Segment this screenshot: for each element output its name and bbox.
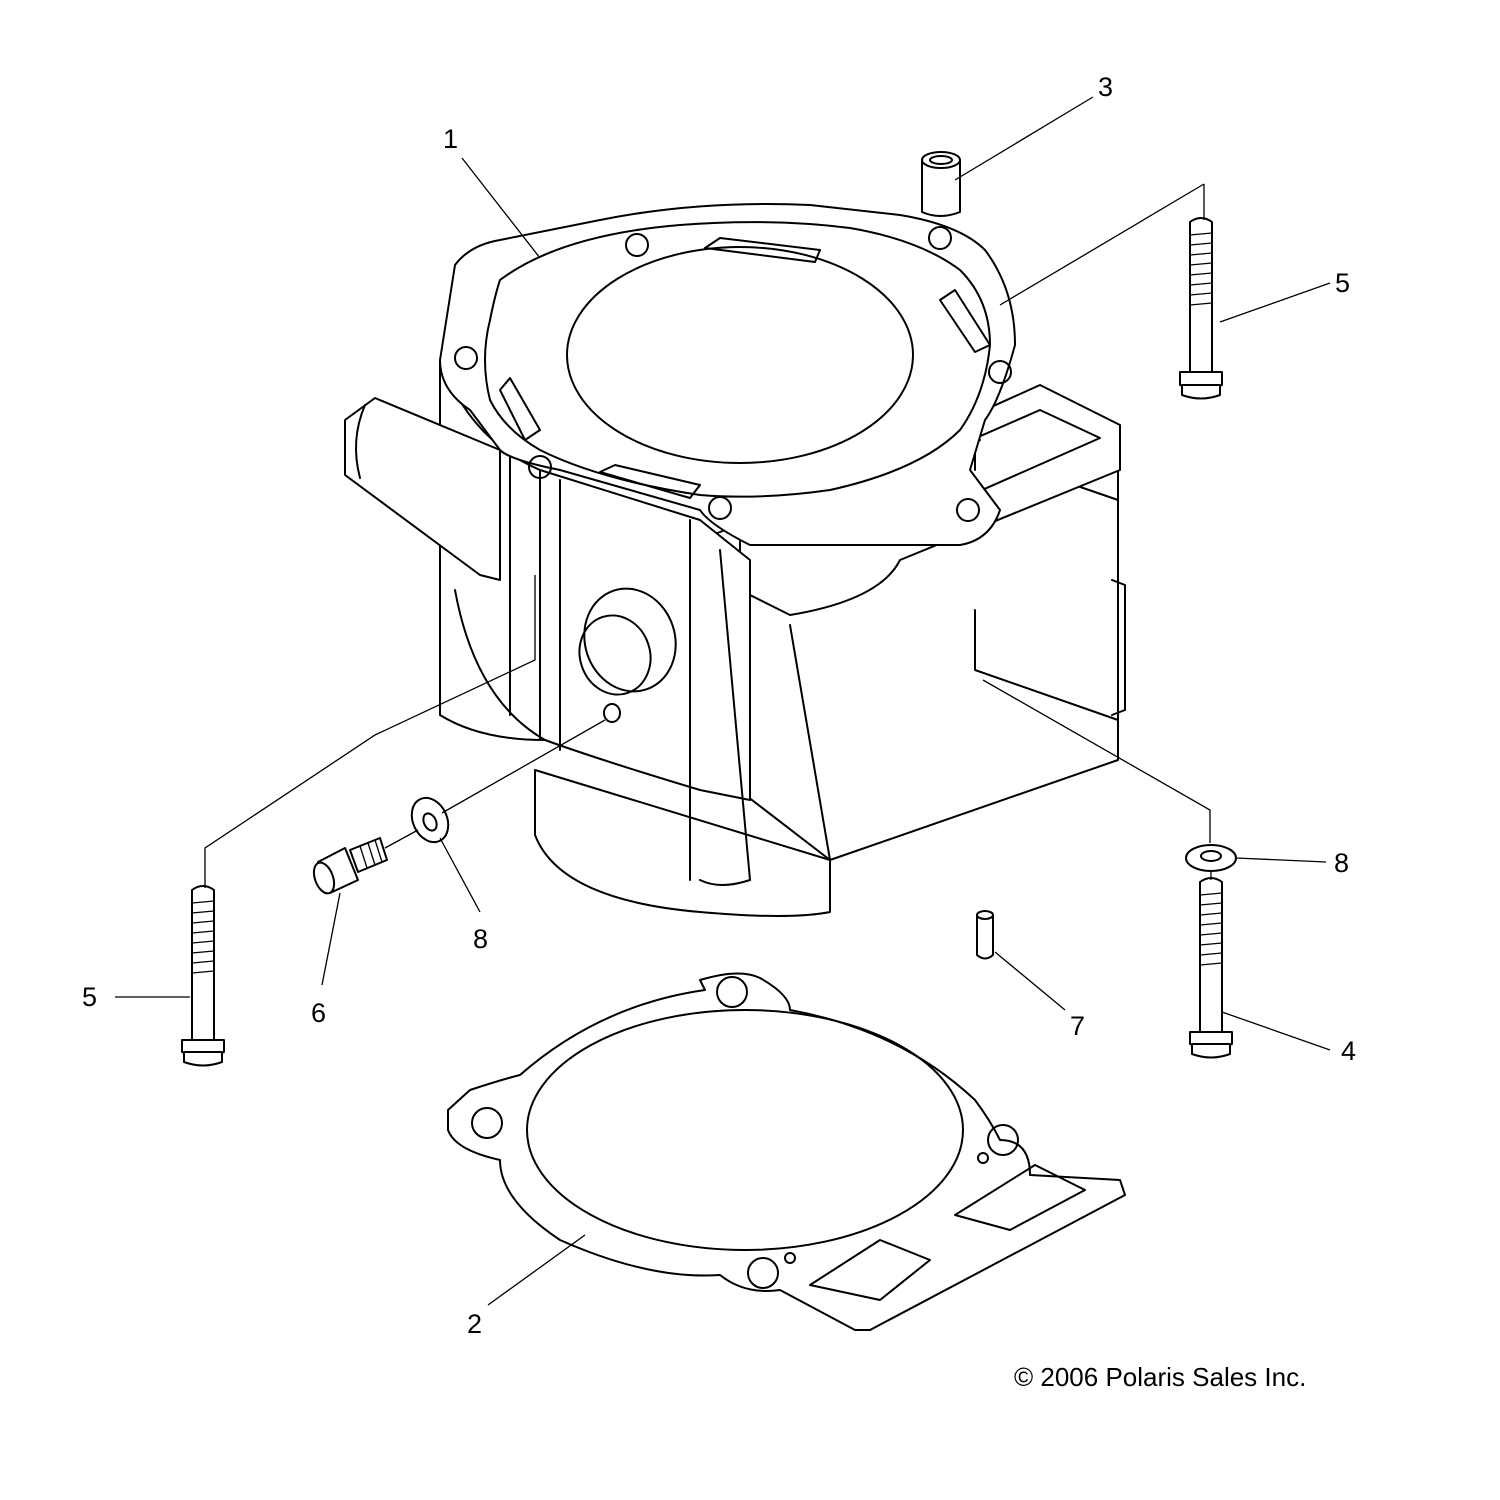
callout-5-left: 5 xyxy=(82,982,97,1012)
callout-4: 4 xyxy=(1341,1036,1356,1066)
callout-8-right: 8 xyxy=(1334,848,1349,878)
cylinder-part xyxy=(344,203,1126,917)
bolt-part-top-right xyxy=(1179,217,1223,400)
washer-part-right xyxy=(1185,844,1237,872)
callout-6: 6 xyxy=(311,998,326,1028)
copyright-text: © 2006 Polaris Sales Inc. xyxy=(1014,1362,1307,1392)
bolt-part-left xyxy=(181,885,225,1067)
callout-8-left: 8 xyxy=(473,924,488,954)
dowel-pin-part xyxy=(976,910,994,960)
dowel-sleeve-part xyxy=(921,151,961,217)
callout-7: 7 xyxy=(1070,1011,1085,1041)
callout-labels: 1 3 5 8 5 8 6 7 4 2 xyxy=(82,72,1356,1339)
bolt-part-right xyxy=(1189,877,1233,1059)
callout-1: 1 xyxy=(443,124,458,154)
base-gasket-part xyxy=(447,972,1126,1331)
drain-bolt-part xyxy=(312,837,388,895)
washer-part-left xyxy=(410,796,450,844)
callout-2: 2 xyxy=(467,1309,482,1339)
callout-5-top: 5 xyxy=(1335,268,1350,298)
callout-3: 3 xyxy=(1098,72,1113,102)
leader-lines xyxy=(115,96,1331,1306)
